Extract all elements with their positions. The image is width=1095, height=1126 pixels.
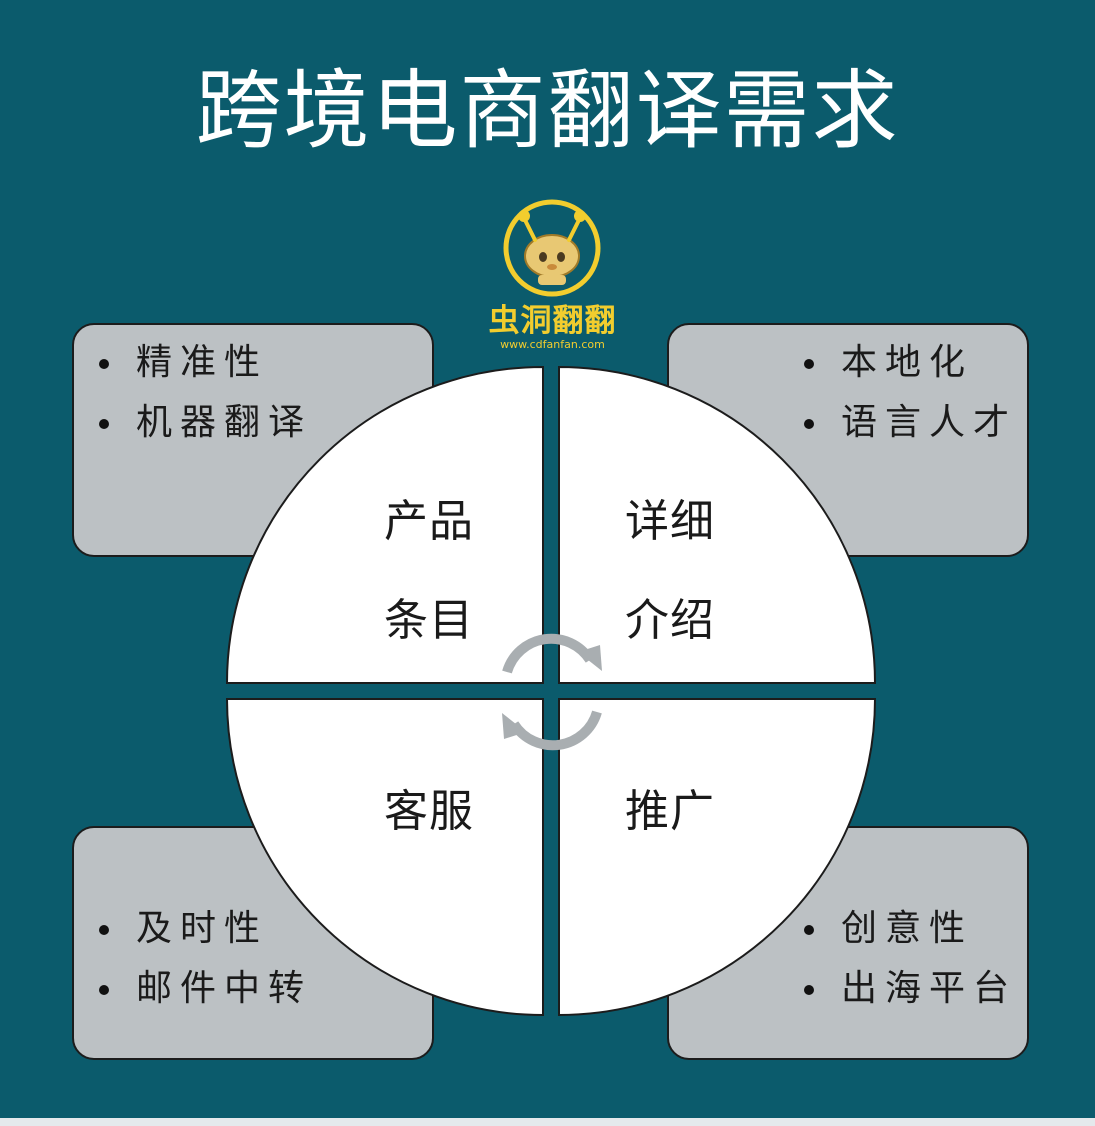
list-item: 机器翻译: [74, 393, 312, 453]
quadrant-label: 介绍: [625, 595, 715, 646]
logo-url: www.cdfanfan.com: [500, 338, 605, 351]
list-item: 创意性: [779, 899, 1017, 959]
quadrant-label: 推广: [625, 786, 715, 837]
page-title: 跨境电商翻译需求: [195, 61, 900, 161]
cycle-arrow-bottom-head-icon: [502, 713, 526, 739]
quadrant-top-left: [225, 365, 544, 684]
quadrant-top-right: [558, 365, 877, 684]
quadrant-label: 产品: [384, 496, 474, 547]
quadrant-label: 详细: [625, 496, 715, 547]
quadrant-label: 客服: [384, 786, 474, 837]
list-item: 本地化: [779, 333, 1017, 393]
quadrant-bottom-left: [225, 698, 544, 1017]
logo-name: 虫洞翻翻: [488, 303, 617, 339]
list-item: 出海平台: [779, 959, 1017, 1019]
list-item: 邮件中转: [74, 959, 312, 1019]
list-item: 及时性: [74, 899, 312, 959]
quadrant-label: 条目: [384, 595, 474, 646]
quadrant-bottom-right: [558, 698, 877, 1017]
cycle-arrow-top-head-icon: [578, 645, 602, 671]
bottom-strip: [0, 1118, 1095, 1126]
list-item: 精准性: [74, 333, 312, 393]
list-item: 语言人才: [779, 393, 1017, 453]
cycle-arrow-bottom-icon: [509, 710, 602, 751]
cycle-arrow-top-icon: [502, 633, 595, 674]
